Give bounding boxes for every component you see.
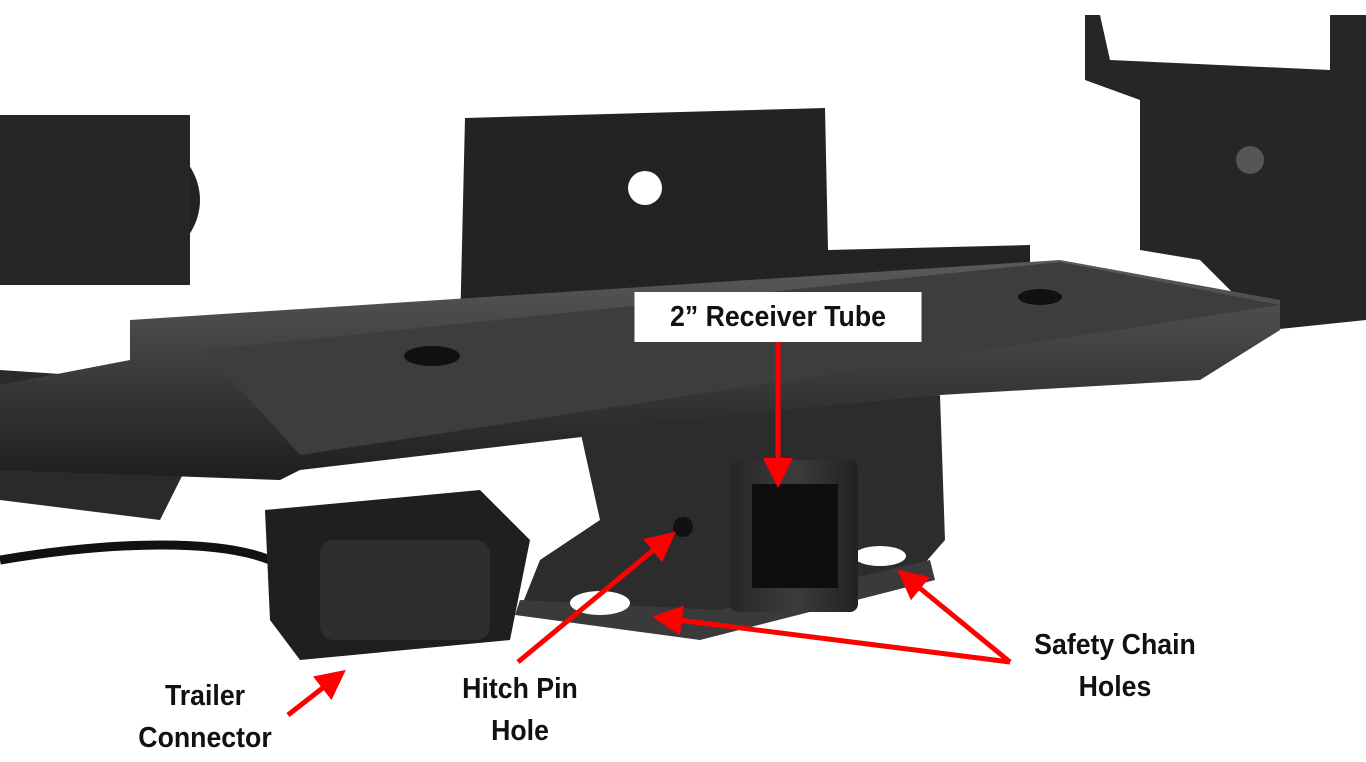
receiver-tube-label: 2” Receiver Tube [634, 292, 922, 342]
trailer-connector-arrow [286, 669, 346, 717]
hitch-pin-hole-arrow [516, 531, 676, 664]
hitch-pin-hole-label-line2: Hole [491, 715, 549, 747]
safety-chain-arrow-left [652, 605, 1011, 665]
safety-chain-holes-label-line1: Safety Chain [1034, 629, 1196, 661]
hitch-pin-hole-label-line1: Hitch Pin [462, 673, 578, 705]
safety-chain-holes-label-line2: Holes [1078, 671, 1152, 703]
safety-chain-holes-label: Safety Chain Holes [1023, 624, 1207, 708]
hitch-pin-hole-label: Hitch Pin Hole [437, 668, 603, 752]
trailer-wire [0, 540, 272, 565]
right-mount-bracket [1085, 15, 1366, 330]
safety-chain-arrow-right [897, 569, 1012, 664]
trailer-connector-label-line1: Trailer [164, 680, 246, 712]
trailer-connector-label-line2: Connector [138, 722, 272, 754]
trailer-connector-label: Trailer Connector [118, 675, 293, 759]
